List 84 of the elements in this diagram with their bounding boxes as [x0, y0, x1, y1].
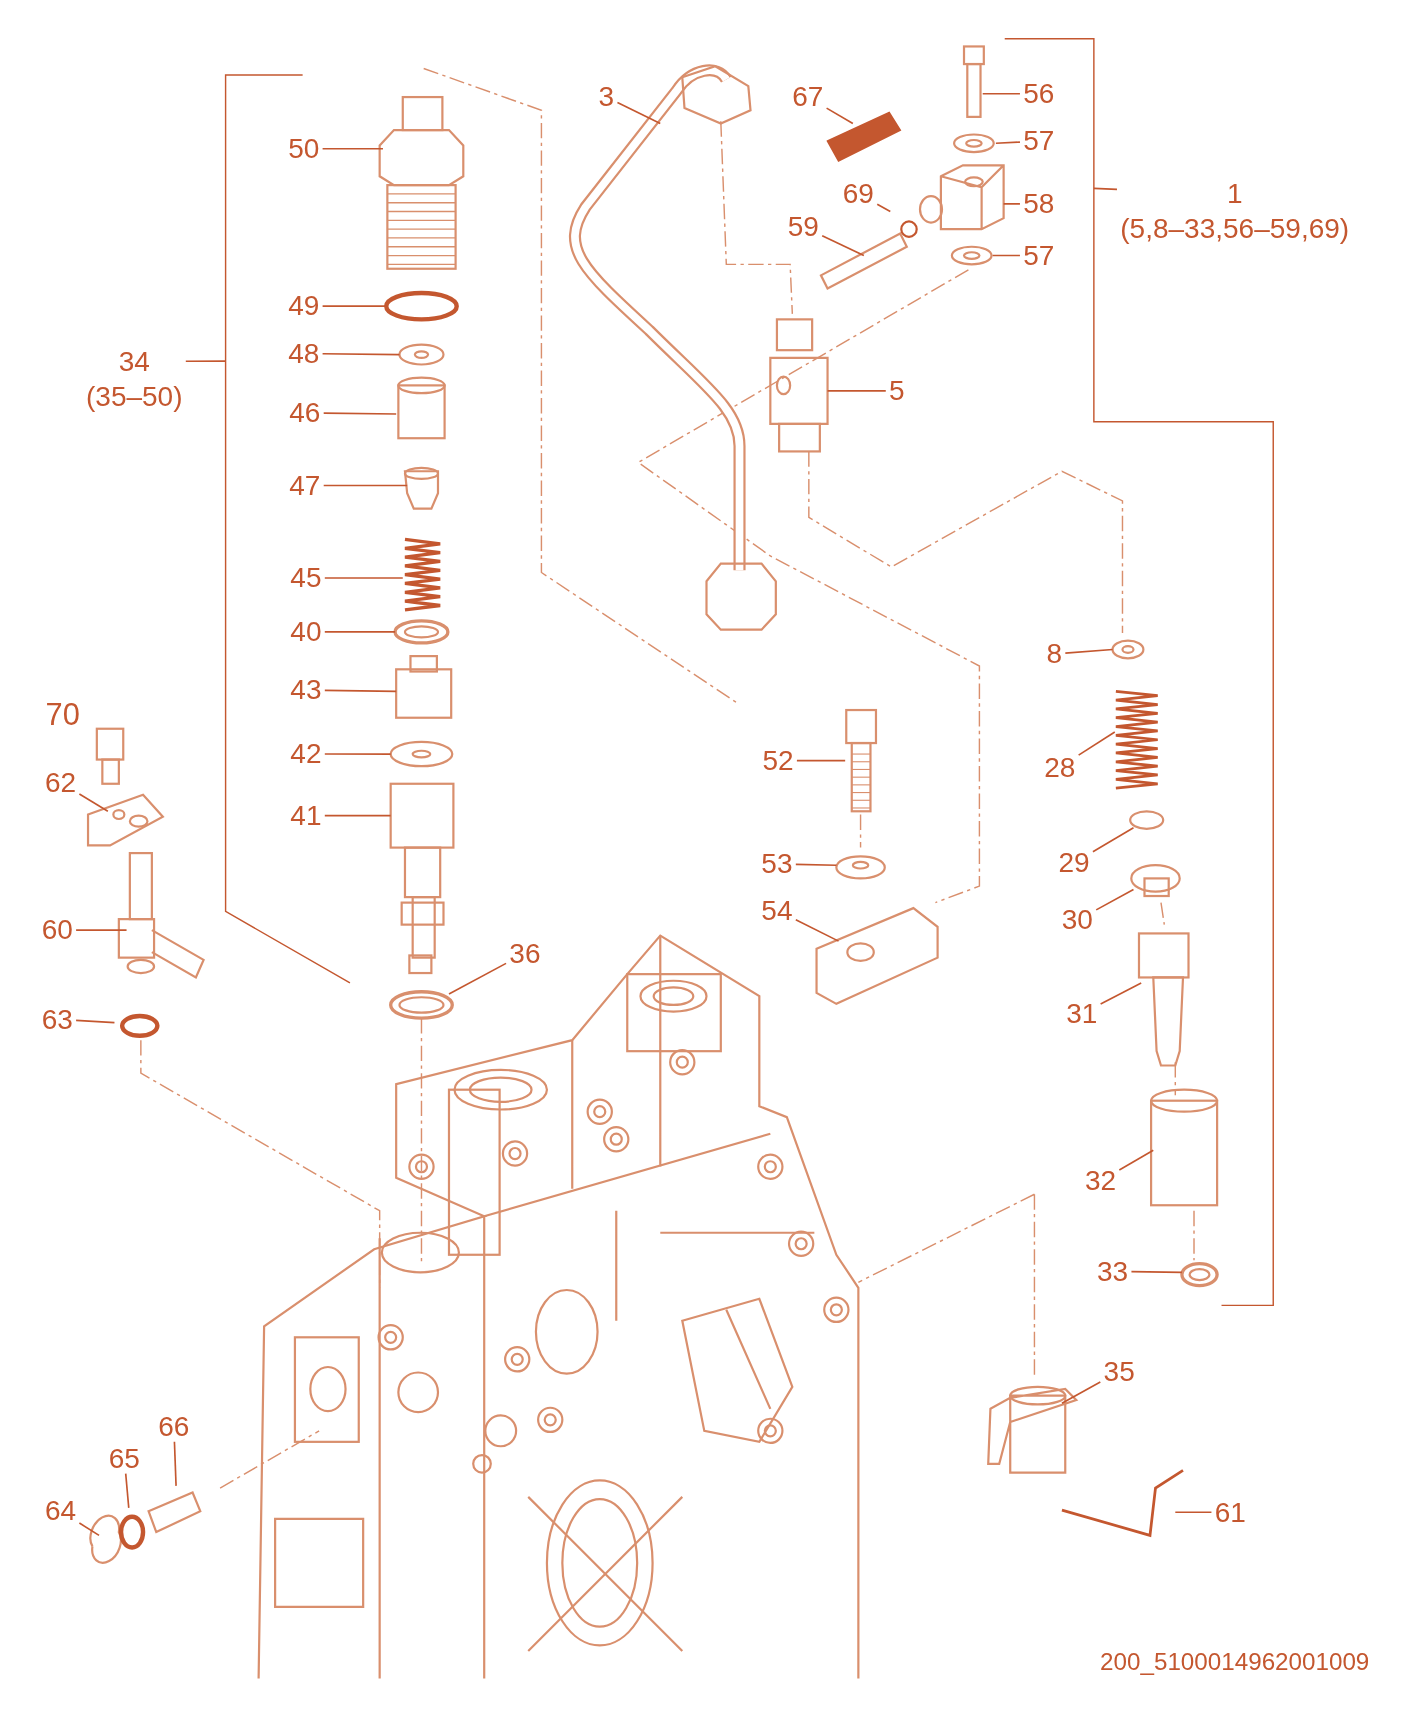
callout-number: 40: [290, 615, 322, 650]
leader-line: [1002, 203, 1021, 205]
leader-line: [78, 793, 109, 813]
callout-number: 65: [108, 1441, 140, 1476]
callout-number: 47: [289, 468, 321, 503]
leader-line: [826, 390, 887, 392]
callout-number: 32: [1084, 1164, 1117, 1199]
leader-line: [322, 484, 408, 487]
leader-line: [616, 101, 662, 125]
callout-number: 30: [1061, 903, 1093, 938]
leader-line: [323, 689, 397, 693]
callout-number: 49: [288, 289, 320, 324]
callout-number: 52: [762, 743, 794, 778]
leader-line: [75, 929, 128, 931]
callout-number: 54: [761, 893, 793, 928]
leader-line: [78, 1522, 100, 1537]
callout-number: 57: [1023, 238, 1055, 273]
leader-line: [1093, 187, 1118, 191]
callout-number: 35: [1103, 1354, 1135, 1389]
callout-number: 45: [290, 561, 322, 596]
leader-line: [794, 863, 838, 867]
leader-line: [323, 631, 396, 633]
leader-line: [321, 147, 384, 150]
callout-number: 46: [289, 396, 321, 431]
leader-line: [991, 254, 1021, 257]
callout-number: 43: [290, 673, 322, 708]
callout-number: 67: [792, 80, 824, 115]
leader-line: [124, 1472, 130, 1509]
callout-number: 3: [598, 80, 615, 115]
callout-number: 64: [44, 1494, 77, 1529]
leader-line: [321, 305, 388, 307]
leader-line: [1064, 648, 1114, 654]
leader-line: [448, 962, 507, 995]
callout-number: 66: [158, 1409, 190, 1444]
leader-line: [1095, 888, 1135, 911]
callout-number: 28: [1044, 750, 1076, 785]
leader-line: [995, 141, 1021, 145]
leader-line: [1092, 826, 1135, 853]
leader-line: [876, 203, 892, 213]
callout-number: 63: [41, 1002, 73, 1037]
leader-line: [321, 352, 401, 356]
callout-number: 5: [889, 374, 905, 409]
callout-number: 42: [290, 737, 322, 772]
callout-number: 53: [761, 847, 793, 882]
leader-line: [323, 814, 392, 817]
callout-number: 61: [1214, 1495, 1246, 1530]
drawing-number: 200_5100014962001009: [1100, 1647, 1370, 1676]
callout-number: 50: [288, 132, 320, 167]
leader-line: [323, 577, 404, 579]
leader-line: [1077, 731, 1116, 756]
callout-number: 69: [842, 177, 874, 212]
callout-number: 31: [1066, 997, 1098, 1031]
leader-line: [1174, 1511, 1213, 1514]
callout-number: 60: [41, 913, 73, 948]
leader-line: [825, 107, 854, 125]
callout-number: 59: [787, 210, 819, 245]
leader-line: [821, 235, 865, 257]
callout-number: 33: [1097, 1254, 1129, 1289]
callout-number: 57: [1023, 124, 1055, 159]
leader-line: [796, 759, 846, 762]
leader-line: [1061, 1381, 1102, 1405]
leader-line: [981, 92, 1021, 95]
callout-number: 56: [1023, 77, 1055, 112]
leader-line: [1099, 982, 1142, 1005]
part-range-note: (35–50): [86, 379, 183, 414]
callout-number: 29: [1058, 846, 1090, 881]
callout-number: 62: [44, 765, 77, 800]
leader-line: [184, 360, 227, 363]
callout-number: 58: [1023, 187, 1055, 222]
leader-line: [1118, 1149, 1155, 1171]
leader-line: [173, 1440, 177, 1487]
callout-number: 1: [1225, 177, 1244, 212]
leader-line: [75, 1019, 116, 1024]
callout-number: 36: [509, 936, 541, 971]
leader-line: [322, 412, 397, 415]
callout-number: 41: [290, 798, 322, 833]
leader-line: [794, 918, 840, 942]
callout-number: 8: [1046, 637, 1063, 672]
callout-number: 70: [45, 697, 80, 734]
part-range-note: (5,8–33,56–59,69): [1120, 212, 1350, 247]
leader-line: [1130, 1270, 1183, 1274]
leader-line: [323, 753, 392, 755]
callout-number: 34: [117, 344, 151, 379]
callout-number: 48: [288, 336, 320, 371]
